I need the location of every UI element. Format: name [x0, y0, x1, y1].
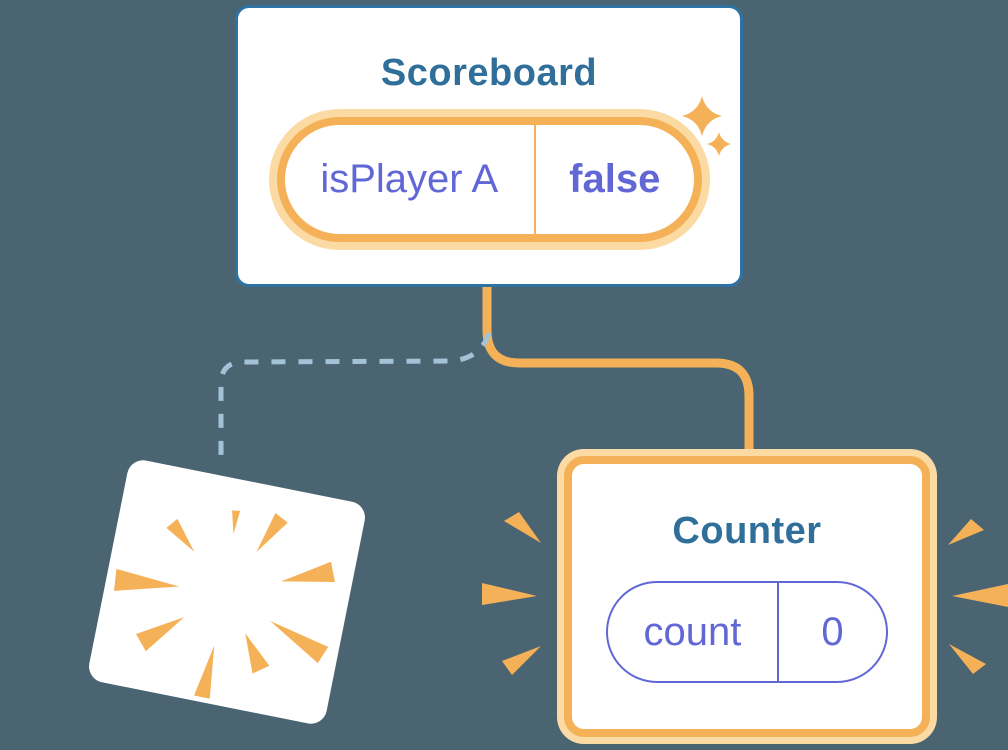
- scoreboard-state-pill: isPlayer A false: [276, 117, 702, 242]
- counter-state-pill: count 0: [606, 581, 888, 683]
- kept-child-connector-line: [482, 287, 754, 452]
- scoreboard-card: Scoreboard isPlayer A false: [235, 5, 743, 287]
- scoreboard-state-key: isPlayer A: [285, 125, 537, 234]
- poof-burst-icon: [114, 510, 336, 699]
- removed-component-card: [86, 457, 368, 727]
- counter-state-key: count: [608, 583, 779, 681]
- counter-state-value: 0: [821, 609, 844, 654]
- removed-child-connector-dashed-line: [218, 332, 492, 462]
- scoreboard-state-value: false: [569, 157, 661, 201]
- scoreboard-title: Scoreboard: [380, 52, 598, 94]
- counter-title: Counter: [672, 510, 822, 552]
- counter-card: Counter count 0: [564, 456, 930, 737]
